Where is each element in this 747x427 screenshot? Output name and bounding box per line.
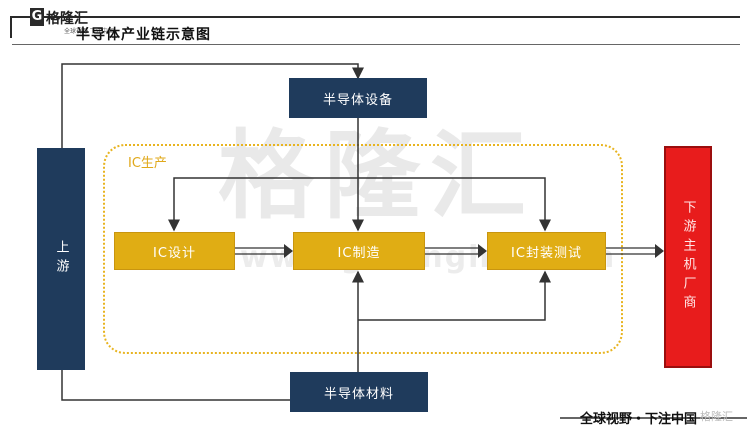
logo-name: 格隆汇 [46, 11, 88, 27]
logo-tagline: 全球视野 下注中国 [64, 28, 114, 35]
design-to-manufacturing-arrow [235, 244, 293, 258]
header-rule [10, 16, 740, 18]
footer-slogan: 全球视野・下注中国 [580, 412, 698, 427]
manufacturing-to-packaging-arrow [425, 244, 487, 258]
packaging-to-downstream-arrow [606, 244, 664, 258]
ic-manufacturing-node: IC制造 [293, 232, 425, 270]
logo-icon: G [30, 8, 44, 26]
footer-faded-logo: 格隆汇 [700, 410, 733, 423]
equipment-node: 半导体设备 [289, 78, 427, 118]
upstream-to-materials-line [61, 368, 290, 401]
ic-production-group [103, 144, 623, 354]
ic-production-label: IC生产 [128, 156, 167, 171]
equipment-to-packaging-line [358, 177, 551, 232]
watermark-logo: 格隆汇 [218, 119, 536, 232]
title-underline [12, 44, 740, 45]
ic-packaging-testing-node: IC封装测试 [487, 232, 606, 270]
ic-design-node: IC设计 [114, 232, 235, 270]
logo: G 格隆汇 全球视野 下注中国 [30, 6, 114, 35]
downstream-node: 下游主机厂商 [664, 146, 712, 368]
equipment-to-design-line [168, 177, 358, 232]
diagram-title: 半导体产业链示意图 [76, 27, 211, 43]
upstream-to-equipment-line [61, 63, 364, 148]
materials-node: 半导体材料 [290, 372, 428, 412]
left-frame-line [10, 16, 12, 38]
upstream-node: 上游 [37, 148, 85, 370]
materials-to-packaging-line [358, 270, 551, 321]
